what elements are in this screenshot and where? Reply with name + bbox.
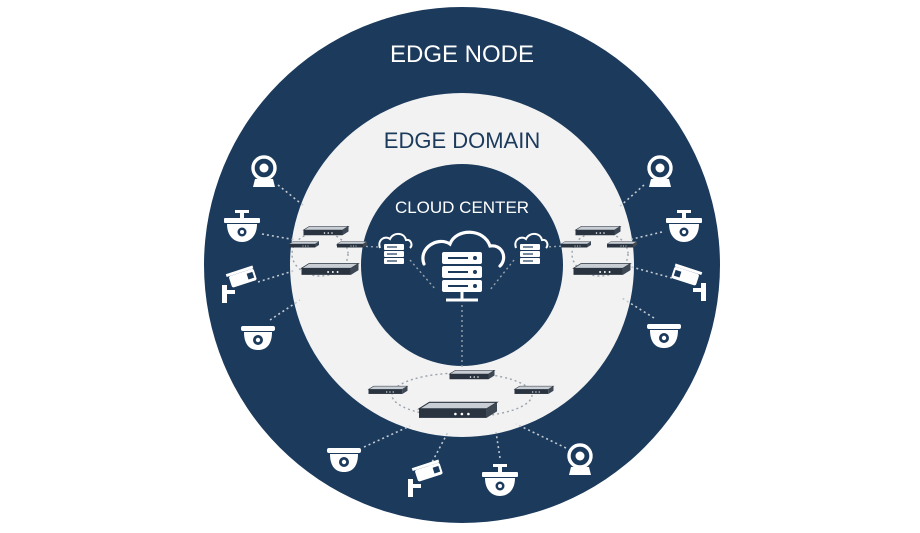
network-switch-icon (449, 369, 495, 380)
network-switch-icon (368, 385, 408, 395)
nvr-box-icon (418, 401, 498, 419)
network-switch-icon (336, 241, 368, 248)
network-switch-icon (303, 225, 349, 236)
cloud-center-circle (361, 164, 563, 366)
network-switch-icon (288, 241, 320, 248)
network-switch-icon (606, 241, 638, 248)
nvr-box-icon (301, 262, 359, 276)
edge-domain-label: EDGE DOMAIN (384, 128, 540, 153)
network-switch-icon (575, 225, 621, 236)
network-switch-icon (560, 241, 592, 248)
network-switch-icon (514, 385, 554, 395)
nvr-box-icon (573, 262, 631, 276)
camera-connectors (257, 184, 673, 467)
cloud-center-label: CLOUD CENTER (395, 198, 529, 217)
edge-node-label: EDGE NODE (390, 41, 534, 68)
